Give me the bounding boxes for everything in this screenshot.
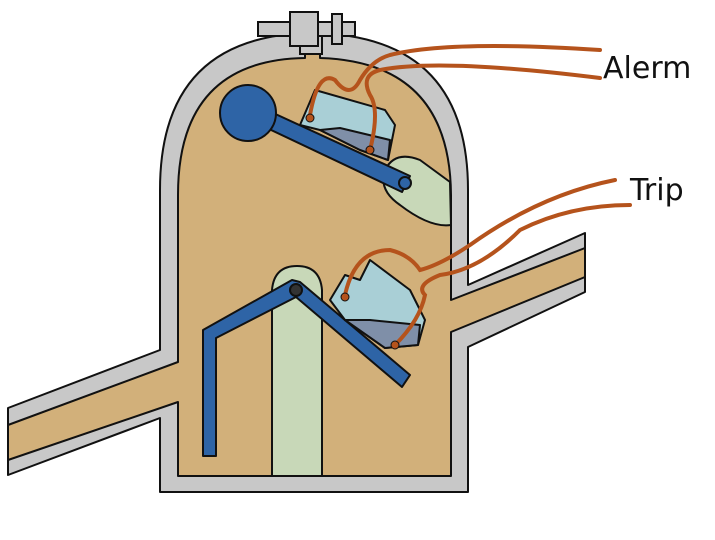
alarm-label: Alerm — [603, 51, 691, 86]
housing — [7, 32, 586, 493]
alarm-contact-1 — [305, 113, 315, 123]
alarm-wire-1 — [308, 44, 602, 117]
trip-contact-2 — [390, 340, 400, 350]
trip-wire-1 — [343, 178, 617, 297]
lower-flap-arm — [202, 279, 411, 457]
alarm-wire-2 — [364, 63, 602, 152]
valve-bolt — [289, 11, 319, 47]
trip-label: Trip — [629, 173, 684, 208]
upper-float-ball — [219, 84, 277, 142]
upper-pivot-pin — [398, 176, 412, 190]
lower-flap-assembly — [202, 259, 426, 477]
valve-nut — [331, 13, 343, 45]
top-valve — [257, 11, 356, 55]
wire-contacts — [305, 113, 400, 350]
trip-wire-2 — [393, 203, 632, 347]
alarm-contact-2 — [365, 145, 375, 155]
lower-pivot-pin — [289, 283, 303, 297]
lower-support-post — [271, 265, 323, 477]
trip-contact-1 — [340, 292, 350, 302]
wires — [308, 44, 632, 347]
